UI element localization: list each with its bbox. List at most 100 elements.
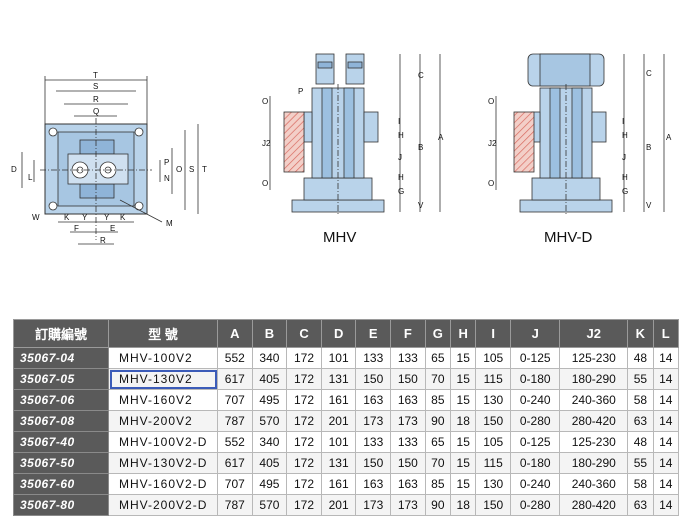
cell-a: 787	[217, 494, 253, 516]
cell-c: 172	[286, 368, 322, 390]
header-f: F	[390, 319, 426, 348]
label-J2: J2	[262, 139, 271, 148]
cell-l: 14	[652, 473, 680, 495]
cell-e: 150	[355, 368, 392, 390]
cell-h: 15	[450, 368, 477, 390]
mhv-front-labels: C A P O J2 I H B J H G O V	[262, 71, 444, 210]
table-header-row: 訂購編號 型 號 A B C D E F G H I J J2 K L	[13, 319, 680, 348]
cell-f: 173	[390, 410, 426, 432]
cell-g: 85	[424, 389, 452, 411]
cell-j2: 280-420	[559, 410, 629, 432]
cell-c: 172	[286, 410, 322, 432]
header-k: K	[627, 319, 654, 348]
cell-e: 163	[355, 473, 392, 495]
cell-f: 163	[390, 389, 426, 411]
cell-i: 105	[475, 431, 512, 453]
label-P: P	[164, 158, 169, 167]
cell-b: 495	[251, 389, 288, 411]
cell-c: 172	[286, 431, 322, 453]
cell-f: 133	[390, 431, 426, 453]
cell-order-number: 35067-80	[13, 494, 109, 516]
cell-b: 570	[251, 410, 288, 432]
cell-h: 15	[450, 347, 477, 369]
label-V: V	[646, 201, 652, 210]
cell-k: 63	[627, 410, 654, 432]
label-B: B	[646, 143, 651, 152]
label-S2: S	[189, 165, 194, 174]
mhv-front-drawing	[269, 53, 441, 216]
label-A: A	[666, 133, 672, 142]
cell-a: 707	[217, 389, 253, 411]
header-g: G	[424, 319, 452, 348]
cell-e: 163	[355, 389, 392, 411]
label-I: I	[622, 117, 624, 126]
label-E: E	[110, 224, 115, 233]
cell-j2: 180-290	[559, 368, 629, 390]
label-J: J	[398, 153, 402, 162]
header-i: I	[475, 319, 512, 348]
label-M: M	[166, 219, 173, 228]
cell-j: 0-180	[510, 368, 561, 390]
label-T: T	[93, 71, 98, 80]
mhv-d-front-labels: C A O J2 I H B J H G O V	[488, 69, 672, 210]
cell-order-number: 35067-06	[13, 389, 109, 411]
cell-d: 131	[320, 368, 357, 390]
cell-b: 340	[251, 347, 288, 369]
label-R2: R	[100, 236, 106, 245]
label-N: N	[164, 174, 170, 183]
label-B: B	[418, 143, 423, 152]
cell-i: 150	[475, 410, 512, 432]
cell-l: 14	[652, 368, 680, 390]
label-I: I	[398, 117, 400, 126]
cell-i: 115	[475, 452, 512, 474]
cell-l: 14	[652, 347, 680, 369]
cell-h: 15	[450, 473, 477, 495]
cell-c: 172	[286, 473, 322, 495]
cell-model: MHV-100V2	[108, 347, 218, 369]
cell-k: 55	[627, 452, 654, 474]
cell-b: 340	[251, 431, 288, 453]
header-j2: J2	[559, 319, 629, 348]
cell-f: 150	[390, 368, 426, 390]
cell-a: 617	[217, 368, 253, 390]
cell-g: 90	[424, 410, 452, 432]
label-H: H	[398, 131, 404, 140]
cell-model: MHV-160V2	[108, 389, 218, 411]
label-O: O	[262, 97, 268, 106]
label-G: G	[398, 187, 404, 196]
cell-a: 617	[217, 452, 253, 474]
cell-f: 133	[390, 347, 426, 369]
cell-g: 65	[424, 347, 452, 369]
cell-order-number: 35067-08	[13, 410, 109, 432]
label-K: K	[64, 213, 70, 222]
cell-d: 131	[320, 452, 357, 474]
top-view-labels: T S R Q D L P N O S T W K Y Y K F E R M	[11, 71, 207, 245]
label-S: S	[93, 82, 98, 91]
header-model: 型 號	[108, 319, 218, 348]
cell-d: 161	[320, 389, 357, 411]
label-O: O	[488, 97, 494, 106]
caption-mhv-d: MHV-D	[544, 229, 593, 246]
cell-e: 150	[355, 452, 392, 474]
cell-l: 14	[652, 431, 680, 453]
cell-l: 14	[652, 389, 680, 411]
top-view-drawing	[21, 76, 199, 245]
cell-l: 14	[652, 452, 680, 474]
header-l: L	[652, 319, 680, 348]
label-J: J	[622, 153, 626, 162]
cell-i: 130	[475, 389, 512, 411]
cell-b: 495	[251, 473, 288, 495]
cell-j: 0-180	[510, 452, 561, 474]
cell-c: 172	[286, 494, 322, 516]
cell-k: 55	[627, 368, 654, 390]
cell-f: 173	[390, 494, 426, 516]
cell-i: 105	[475, 347, 512, 369]
cell-order-number: 35067-04	[13, 347, 109, 369]
cell-e: 133	[355, 347, 392, 369]
cell-b: 405	[251, 368, 288, 390]
label-K2: K	[120, 213, 126, 222]
